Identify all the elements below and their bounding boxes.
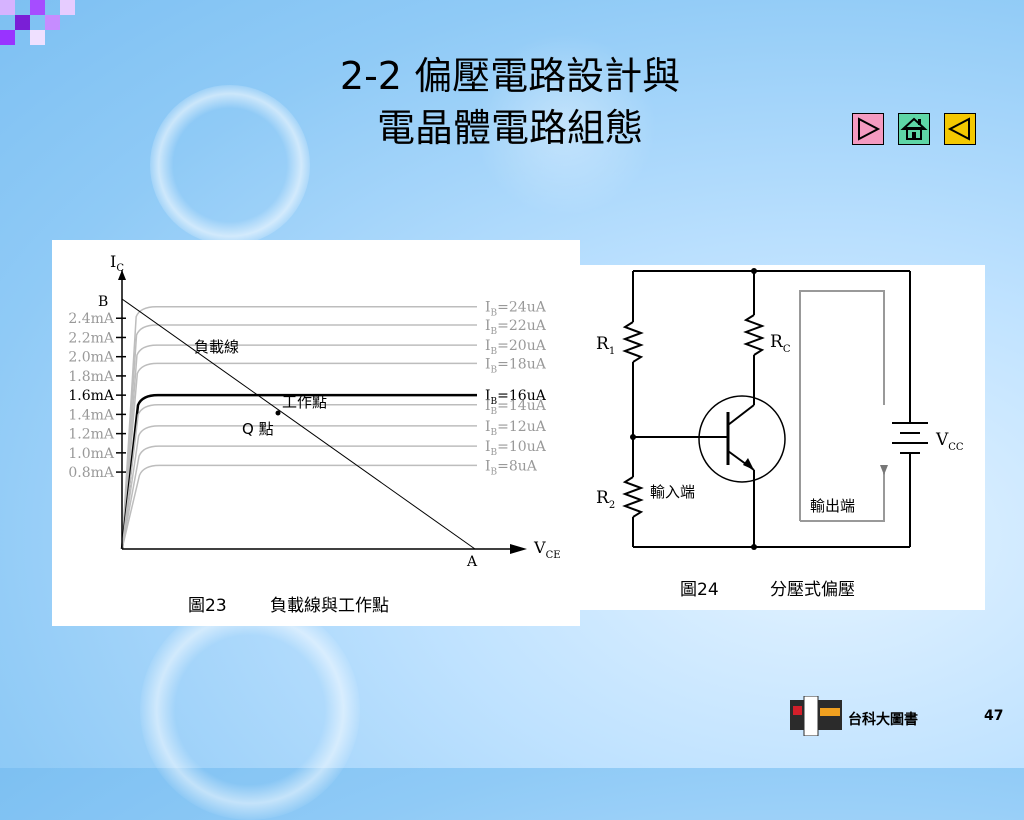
home-button[interactable] xyxy=(898,113,930,145)
q-point-label: Q 點 xyxy=(242,420,274,438)
r2-resistor xyxy=(622,476,644,518)
ib-curve-label: IB=10uA xyxy=(485,439,547,458)
figure-voltage-divider-bias: R1 R2 RC VCC 輸入端 輸出端 圖24 分壓式偏壓 xyxy=(580,265,985,610)
y-axis-tick-label: 1.6mA xyxy=(68,388,115,404)
operating-point-label: 工作點 xyxy=(282,393,327,411)
ib-curve xyxy=(121,464,477,550)
y-axis-tick-label: 1.4mA xyxy=(68,407,115,423)
ib-curve-highlighted xyxy=(120,393,477,550)
y-axis-label: IC xyxy=(110,252,124,274)
rc-label: RC xyxy=(770,332,791,355)
input-terminal-label: 輸入端 xyxy=(650,483,695,501)
home-icon xyxy=(900,117,928,140)
r1-label: R1 xyxy=(596,334,615,357)
previous-slide-button[interactable] xyxy=(944,113,976,145)
ib-curve-label: IB=16uA xyxy=(485,388,547,407)
q-point-marker xyxy=(275,410,281,416)
y-axis-tick-label: 2.2mA xyxy=(68,330,115,346)
junction-dot xyxy=(751,544,757,550)
figure24-caption-number: 圖24 xyxy=(680,580,719,600)
play-prev-icon xyxy=(947,117,970,141)
transistor-body xyxy=(698,395,786,483)
ib-curve-label: IB=20uA xyxy=(485,338,547,357)
x-axis-label: VCE xyxy=(533,538,561,561)
figure24-caption-text: 分壓式偏壓 xyxy=(770,580,855,600)
point-b-label: B xyxy=(98,294,108,310)
slide-title: 2-2 偏壓電路設計與 電晶體電路組態 xyxy=(220,50,800,154)
rc-resistor xyxy=(743,314,765,356)
x-axis-arrow xyxy=(510,544,527,554)
ib-curve xyxy=(121,425,477,550)
load-line-label: 負載線 xyxy=(194,338,239,356)
ib-curve xyxy=(121,404,477,550)
ib-curve xyxy=(121,362,477,550)
emitter-arrow xyxy=(743,458,754,470)
next-slide-button[interactable] xyxy=(852,113,884,145)
y-axis-tick-label: 2.0mA xyxy=(68,350,115,366)
ib-curve xyxy=(121,445,477,550)
point-a-label: A xyxy=(466,554,478,570)
ib-curve-label: IB=24uA xyxy=(485,300,547,319)
figure23-caption-number: 圖23 xyxy=(188,596,227,616)
ib-curve-label: IB=12uA xyxy=(485,419,547,438)
ib-curve xyxy=(121,324,477,550)
load-line xyxy=(121,298,476,550)
publisher-logo xyxy=(790,695,842,737)
y-axis-tick-label: 1.8mA xyxy=(68,369,115,385)
bias-circuit-diagram: R1 R2 RC VCC 輸入端 輸出端 圖24 分壓式偏壓 xyxy=(596,268,964,600)
ib-curve-label: IB=18uA xyxy=(485,356,547,375)
page-number: 47 xyxy=(984,708,1004,724)
title-line-2: 電晶體電路組態 xyxy=(376,106,643,150)
ib-curve xyxy=(121,344,477,550)
output-arrow xyxy=(880,465,888,475)
ib-curve-label: IB=14uA xyxy=(485,398,547,417)
y-axis-arrow xyxy=(118,270,126,280)
play-next-icon xyxy=(858,117,881,141)
ib-curve xyxy=(121,305,477,550)
y-axis-tick-label: 0.8mA xyxy=(68,465,115,481)
r2-label: R2 xyxy=(596,488,615,511)
junction-dot xyxy=(630,434,636,440)
background-ring xyxy=(140,600,360,820)
y-axis-tick-label: 1.2mA xyxy=(68,427,115,443)
transistor-collector xyxy=(727,404,755,426)
output-loop xyxy=(800,473,885,522)
ib-curve-label: IB=22uA xyxy=(485,318,547,337)
y-axis-tick-label: 2.4mA xyxy=(68,311,115,327)
output-loop xyxy=(799,290,885,521)
r1-resistor xyxy=(622,321,644,363)
publisher-name: 台科大圖書 xyxy=(848,712,918,728)
title-line-1: 2-2 偏壓電路設計與 xyxy=(339,54,681,98)
output-terminal-label: 輸出端 xyxy=(810,497,855,515)
junction-dot xyxy=(751,268,757,274)
corner-decoration xyxy=(0,0,80,48)
ib-curve-label: IB=8uA xyxy=(485,458,538,477)
vcc-label: VCC xyxy=(935,430,964,453)
y-axis-tick-label: 1.0mA xyxy=(68,446,115,462)
figure23-caption-text: 負載線與工作點 xyxy=(270,596,389,616)
